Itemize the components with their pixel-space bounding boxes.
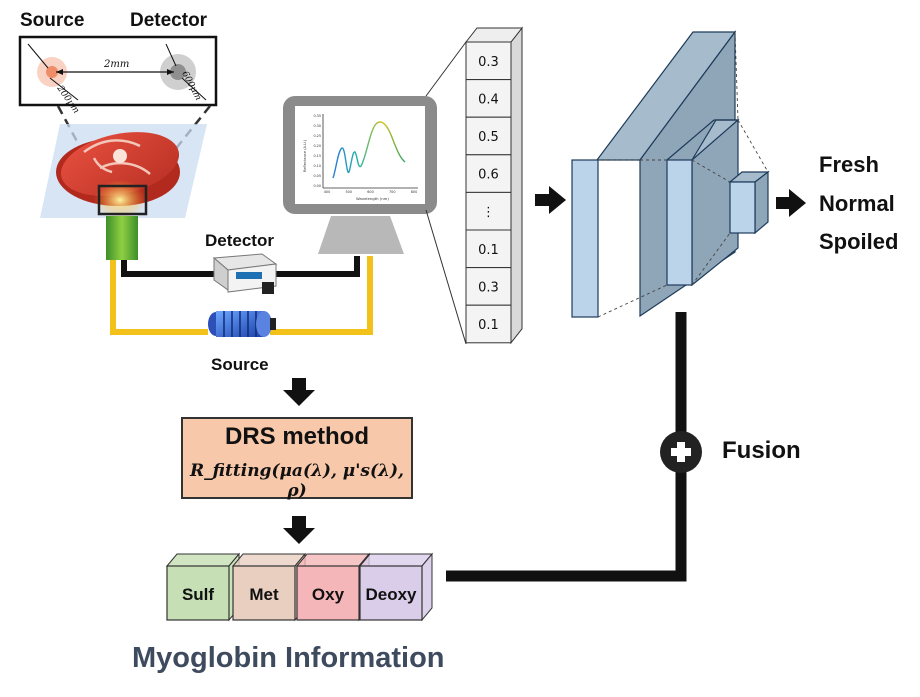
vector-cell-value: 0.1	[478, 318, 499, 333]
cube-label: Oxy	[312, 585, 345, 604]
probe-contact-box	[97, 184, 148, 216]
monitor-plot-ytick: 0.00	[313, 184, 321, 188]
spectrum-curve	[332, 121, 406, 179]
probe-detector-label: Detector	[130, 10, 208, 31]
monitor-plot-xtick: 600	[367, 190, 373, 194]
setup-detector-label: Detector	[205, 231, 274, 250]
fiber-black-to-monitor	[274, 256, 360, 277]
drs-formula-text: R_fitting(μa(λ), μ's(λ), ρ)	[190, 461, 404, 501]
detector-fiber-inner	[170, 64, 186, 80]
drs-box	[181, 417, 413, 499]
vector-cell-value: 0.6	[478, 168, 499, 183]
cnn-connector-lines	[597, 31, 769, 318]
cube-top	[358, 553, 434, 567]
monitor-plot-ytick: 0.35	[313, 114, 321, 118]
output-spoiled: Spoiled	[819, 229, 898, 254]
cube-side	[421, 552, 433, 622]
monitor-plot-ticks: 400 500 600 700 800 0.00 0.05 0.10 0.15 0.20 0.25 0…	[313, 114, 417, 194]
cube-front	[296, 565, 360, 621]
monitor-plot-ytick: 0.15	[313, 154, 321, 158]
drs-formula: R_fitting(μa(λ), μ's(λ), ρ)	[182, 461, 412, 501]
vector-cell	[465, 116, 512, 156]
distance-arrow-head-left	[56, 69, 63, 75]
cube-front	[359, 565, 423, 621]
vector-side-face	[510, 26, 523, 345]
fusion-label: Fusion	[722, 437, 801, 464]
cube-top	[231, 553, 307, 567]
monitor-plot-ytick: 0.30	[313, 124, 321, 128]
vector-cell-value: ⋮	[482, 205, 495, 220]
vector-cell-value: 0.1	[478, 243, 499, 258]
output-fresh: Fresh	[819, 152, 879, 177]
monitor-plot-xlabel: Wavelength (nm)	[356, 196, 389, 201]
light-source-device	[208, 311, 276, 337]
fusion-line	[446, 312, 687, 582]
monitor-plot-ytick: 0.10	[313, 164, 321, 168]
cube-front	[166, 565, 230, 621]
vector-cell-value: 0.5	[478, 130, 499, 145]
meat-bone	[113, 149, 127, 163]
monitor-plot-ytick: 0.20	[313, 144, 321, 148]
vector-cell	[465, 79, 512, 118]
fusion-plus-icon	[660, 431, 702, 473]
setup-source-label: Source	[211, 355, 269, 374]
arrow-vector-to-cnn	[535, 186, 566, 214]
arrow-to-myoglobin	[283, 516, 315, 544]
vector-cell	[465, 304, 512, 344]
fiber-black	[121, 260, 214, 277]
cube-label: Sulf	[182, 585, 214, 604]
cube-top	[165, 553, 241, 567]
cube-top	[295, 553, 371, 567]
spectrometer-device	[212, 253, 278, 294]
monitor-plot-xtick: 500	[346, 190, 352, 194]
vector-cell	[465, 191, 512, 231]
fiber-yellow	[110, 260, 208, 335]
cnn-block-medium	[666, 118, 740, 287]
cnn-block-small	[728, 170, 770, 235]
cube-label: Met	[249, 585, 279, 604]
arrow-cnn-to-output	[776, 189, 806, 217]
source-pointer-line	[27, 43, 49, 69]
probe-body	[106, 216, 138, 260]
vector-cell	[465, 267, 512, 306]
distance-arrow-head-right	[167, 69, 174, 75]
myoglobin-title: Myoglobin Information	[132, 642, 445, 674]
monitor-plot-xtick: 400	[324, 190, 330, 194]
vector-cell	[465, 229, 512, 269]
fiber-yellow-to-monitor	[270, 256, 373, 335]
monitor-plot-xtick: 800	[411, 190, 417, 194]
vector-cell	[465, 154, 512, 193]
monitor-plot: Reflectance (A.U.) Wavelength (nm) 400 50…	[303, 114, 418, 201]
detector-size-line	[181, 77, 207, 101]
projection-line-top	[425, 41, 467, 97]
probe-source-label: Source	[20, 10, 84, 31]
cube-front	[232, 565, 296, 621]
detector-pointer-line	[165, 43, 177, 67]
probe-glow	[94, 180, 146, 220]
cube-label: Deoxy	[365, 585, 417, 604]
monitor	[283, 96, 437, 254]
monitor-plot-ylabel: Reflectance (A.U.)	[303, 139, 307, 172]
meat-fat-marbling	[83, 139, 151, 175]
drs-title: DRS method	[225, 423, 369, 450]
feature-vector: 0.3 0.4 0.5 0.6 ⋮ 0.1 0.3 0.1	[464, 26, 524, 345]
vector-cell-value: 0.4	[478, 92, 499, 107]
distance-label: 2mm	[103, 59, 129, 70]
vector-cell-value: 0.3	[478, 280, 499, 295]
monitor-plot-ytick: 0.05	[313, 174, 321, 178]
output-normal: Normal	[819, 191, 895, 216]
source-size-line	[49, 77, 79, 101]
vector-cell-value: 0.3	[478, 55, 499, 70]
monitor-plot-ytick: 0.25	[313, 134, 321, 138]
vector-cell	[465, 41, 512, 81]
arrow-to-drs	[283, 378, 315, 406]
projection-line-bottom	[425, 209, 467, 345]
monitor-plot-xtick: 700	[389, 190, 395, 194]
source-fiber-inner	[46, 66, 58, 78]
myoglobin-cubes: Sulf Met Oxy Deoxy	[165, 552, 434, 622]
